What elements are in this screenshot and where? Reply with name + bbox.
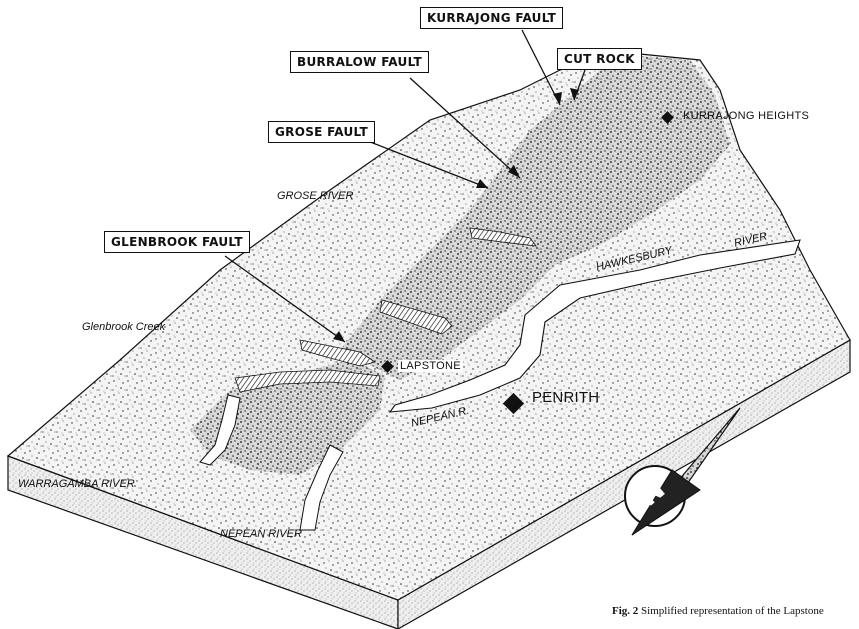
caption-number: Fig. 2 [612,605,638,617]
grose-fault-label: GROSE FAULT [268,121,375,143]
nepean-river-label: NEPEAN RIVER [220,528,302,540]
grose-river-label: GROSE RIVER [277,190,353,202]
penrith-label: PENRITH [532,389,599,406]
warragamba-river-label: WARRAGAMBA RIVER [18,478,135,490]
cut-rock-label: CUT ROCK [557,48,642,70]
glenbrook-fault-label: GLENBROOK FAULT [104,231,250,253]
glenbrook-creek-label: Glenbrook Creek [82,321,165,333]
caption-text: Simplified representation of the Lapston… [641,605,824,617]
burralow-fault-label: BURRALOW FAULT [290,51,429,73]
figure-caption: Fig. 2 Simplified representation of the … [612,604,852,618]
lapstone-label: LAPSTONE [398,360,463,372]
kurrajong-heights-label: KURRAJONG HEIGHTS [683,110,809,122]
kurrajong-fault-label: KURRAJONG FAULT [420,7,563,29]
